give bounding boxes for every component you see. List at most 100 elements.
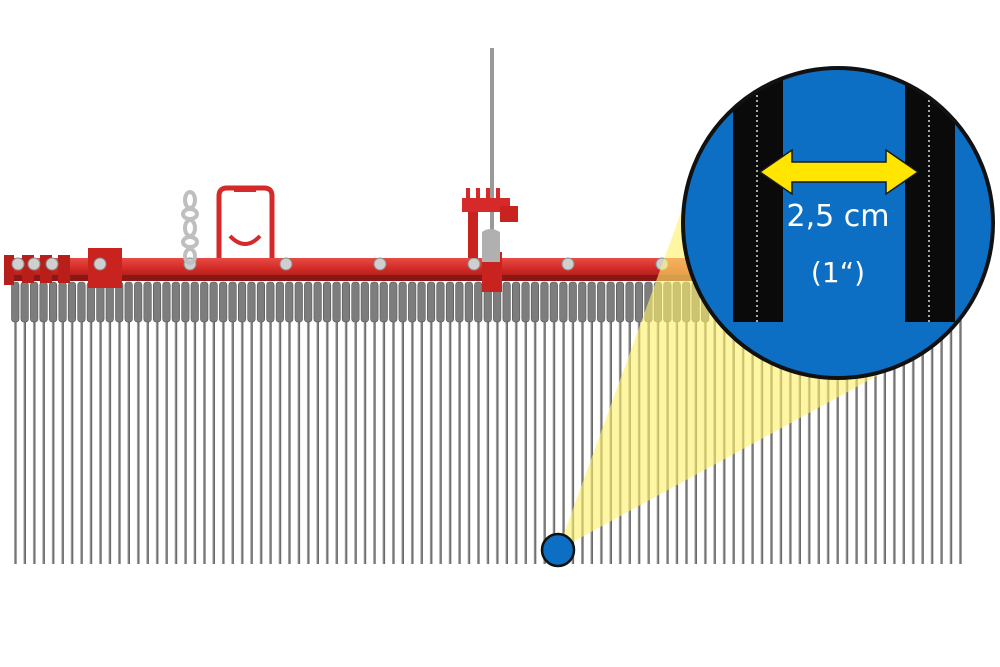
- rake-tine: [80, 292, 83, 564]
- tine-coil: [124, 281, 133, 323]
- zoom-highlight-cone: [558, 188, 915, 550]
- rake-tine: [335, 292, 338, 564]
- tine-coil: [134, 281, 143, 323]
- rake-tine: [410, 292, 414, 564]
- tine-coil: [389, 281, 398, 323]
- tine-coil: [379, 281, 388, 323]
- rake-tine: [136, 292, 140, 564]
- rake-tine: [930, 292, 934, 564]
- tine-coil: [625, 281, 634, 323]
- tine-coil: [360, 281, 369, 323]
- tine-coil: [332, 281, 341, 323]
- zoom-tine-left: [733, 68, 783, 328]
- double-arrow-icon: [758, 148, 920, 196]
- measurement-metric: 2,5 cm: [787, 199, 890, 234]
- tine-coil: [266, 281, 275, 323]
- rake-tine: [325, 292, 329, 564]
- bolt-head: [279, 257, 293, 271]
- rake-tine: [533, 292, 537, 564]
- tine-coil: [285, 281, 294, 323]
- rake-tine: [174, 292, 178, 564]
- rake-tine: [51, 292, 55, 564]
- rake-tine: [581, 292, 584, 564]
- rake-frame: [4, 248, 704, 292]
- tine-coil: [247, 281, 256, 323]
- measurement-imperial: (1“): [811, 256, 865, 289]
- tine-coil: [587, 281, 596, 323]
- pull-handle-icon: [216, 185, 275, 258]
- rake-tine: [184, 292, 187, 564]
- rake-tine: [89, 292, 93, 564]
- tine-coil: [578, 281, 587, 323]
- tine-coil: [256, 281, 266, 323]
- tine-coil: [511, 281, 521, 323]
- rake-tine: [439, 292, 442, 564]
- rake-tine: [118, 292, 121, 564]
- adjuster-assembly: [462, 188, 518, 262]
- rake-tine: [240, 292, 244, 564]
- rake-tine: [477, 292, 480, 564]
- rake-tine: [562, 292, 565, 564]
- rake-tine: [231, 292, 234, 564]
- rake-tine: [259, 292, 263, 564]
- tine-coil: [228, 281, 237, 323]
- rake-tine: [524, 292, 527, 564]
- tine-coil: [464, 281, 473, 323]
- tine-coil: [474, 281, 483, 323]
- rake-tine: [250, 292, 253, 564]
- rake-tine: [99, 292, 102, 564]
- bolt-head: [45, 257, 59, 271]
- rake-tine: [269, 292, 272, 564]
- rake-tine: [146, 292, 149, 564]
- rake-tine: [363, 292, 367, 564]
- rake-tine: [836, 292, 839, 564]
- tine-coil: [20, 281, 29, 323]
- rake-tine: [288, 292, 291, 564]
- tine-coil: [426, 281, 436, 323]
- rake-tine: [855, 292, 858, 564]
- rake-tine: [155, 292, 159, 564]
- rake-tine: [165, 292, 168, 564]
- bolt-head: [561, 257, 575, 271]
- rake-tine: [382, 292, 386, 564]
- tine-coil: [190, 281, 199, 323]
- rake-tine: [599, 292, 603, 564]
- tine-coil: [162, 281, 171, 323]
- tine-coil: [77, 281, 86, 323]
- tine-coil: [455, 281, 464, 323]
- rake-tine: [486, 292, 490, 564]
- tine-coil: [398, 281, 407, 323]
- rake-tine: [392, 292, 395, 564]
- tine-coil: [181, 281, 190, 323]
- tine-coil: [153, 281, 162, 323]
- bolt-head: [373, 257, 387, 271]
- rake-tine: [42, 292, 45, 564]
- rake-tine: [61, 292, 64, 564]
- tine-coil: [502, 281, 511, 323]
- rake-tine: [354, 292, 357, 564]
- rake-tine: [108, 292, 112, 564]
- tine-coil: [39, 281, 48, 323]
- tine-coil: [322, 281, 332, 323]
- rake-tine: [458, 292, 461, 564]
- rake-tine: [959, 292, 962, 564]
- rake-tine: [571, 292, 575, 564]
- tine-coil: [341, 281, 351, 323]
- tine-coil: [370, 281, 379, 323]
- zoom-source-marker: [540, 532, 576, 568]
- rake-tine: [203, 292, 206, 564]
- rake-tine: [316, 292, 319, 564]
- tine-coil: [408, 281, 417, 323]
- rake-tine: [883, 292, 886, 564]
- rake-tine: [921, 292, 924, 564]
- rake-tine: [14, 292, 17, 564]
- rake-tine: [514, 292, 518, 564]
- rake-tine: [552, 292, 556, 564]
- rake-tine: [221, 292, 225, 564]
- tine-coil: [313, 281, 322, 323]
- rake-tine: [505, 292, 508, 564]
- rake-tine: [940, 292, 943, 564]
- rake-tine: [788, 292, 792, 564]
- rake-tine: [420, 292, 423, 564]
- tine-coil: [294, 281, 303, 323]
